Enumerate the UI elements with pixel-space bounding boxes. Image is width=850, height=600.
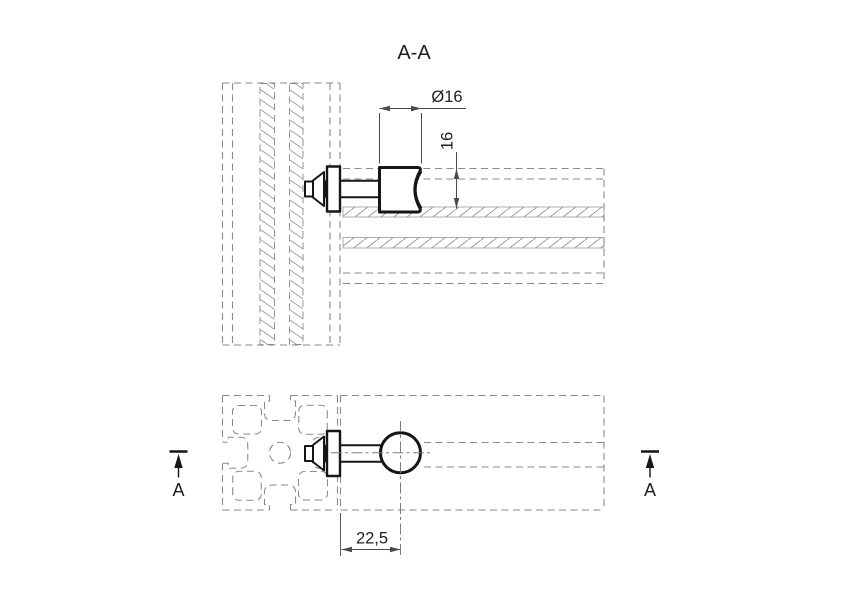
view-direction-arrow [174,454,183,468]
corner-pocket [297,470,329,501]
corner-pocket [231,404,263,435]
horizontal-profile-section [342,167,605,285]
section-view: Ø16 16 A-A [221,42,605,346]
dimension-diameter: Ø16 [379,88,466,164]
section-letter: A [172,480,184,500]
hatched-web [289,83,304,345]
view-direction-arrow [645,454,655,468]
hatched-wall [342,237,605,249]
section-letter: A [644,480,656,500]
dimension-offset: 22,5 [340,513,401,556]
center-bore [268,441,292,464]
arrowhead-up [453,168,460,179]
bolt-section [303,165,384,213]
vertical-profile [221,82,341,346]
offset-label: 22,5 [356,530,388,548]
section-title: A-A [397,42,431,64]
barrel-nut-waist-line [414,171,423,209]
arrowhead-down [453,198,460,209]
tslot-cavity-bottom [263,484,297,511]
centerlines [331,421,431,556]
hatched-web [259,83,275,345]
barrel-nut [378,166,423,214]
tslot-cavity-left [222,436,249,469]
corner-pocket [232,470,262,501]
arrowhead-right [390,546,401,553]
section-marker-right: A [641,450,659,500]
barrel-nut-body [378,166,422,214]
horizontal-profile-plan [339,394,605,511]
tslot-profile [221,394,339,511]
arrowhead-right [411,105,422,112]
corner-pocket [298,404,328,435]
diameter-label: Ø16 [431,88,462,106]
arrowhead-left [341,546,352,553]
plan-view: 22,5 A A [169,394,659,556]
hatched-wall [342,206,605,218]
height-label: 16 [439,132,457,150]
tslot-cavity-top [263,395,297,422]
arrowhead-left [379,105,390,112]
section-marker-left: A [169,450,188,500]
dimension-height: 16 [439,132,460,209]
